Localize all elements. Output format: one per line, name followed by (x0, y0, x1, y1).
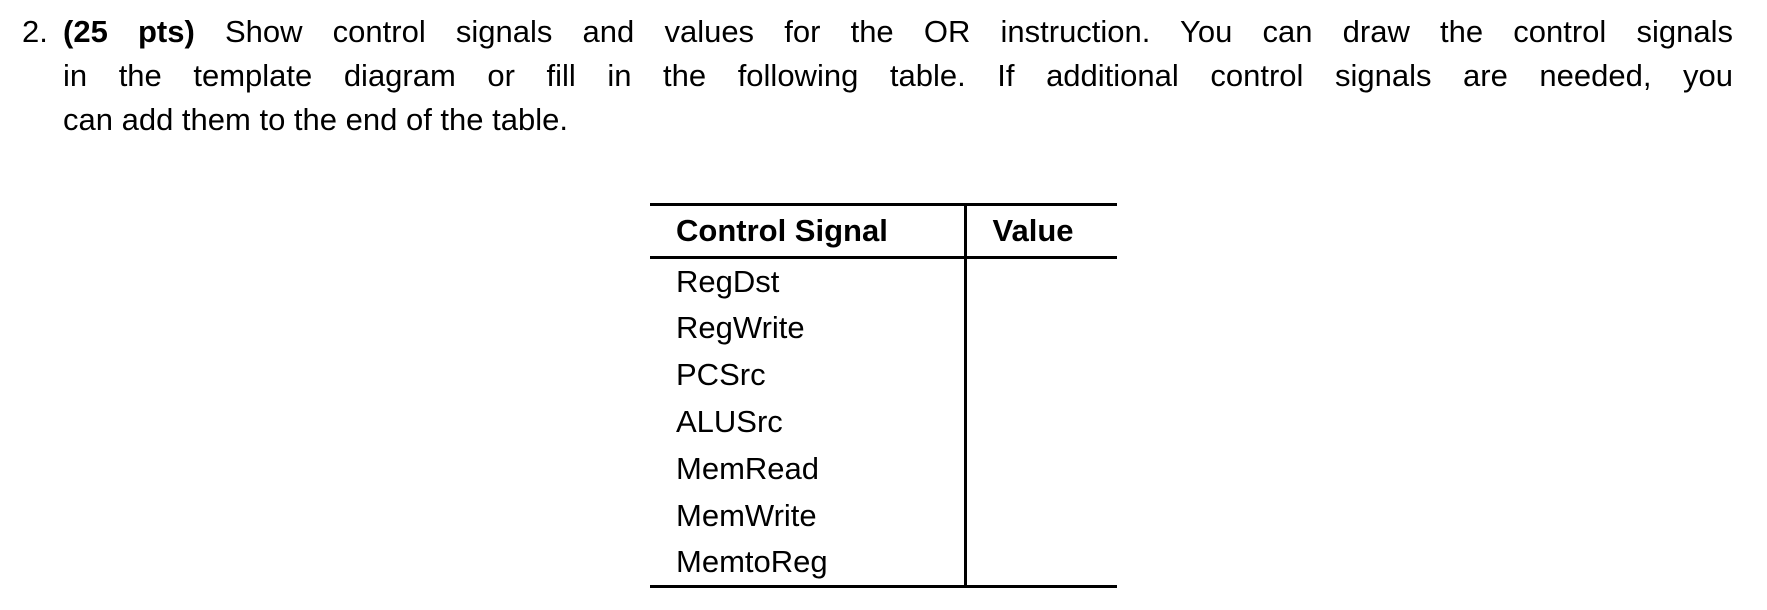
points-label: (25 pts) (63, 14, 195, 49)
signal-name: MemtoReg (650, 539, 967, 587)
signal-value-cell (965, 446, 1117, 493)
signal-value-cell (965, 352, 1117, 399)
table-row: RegWrite (650, 304, 1117, 352)
column-header-control-signal: Control Signal (650, 204, 967, 259)
question-text-line-1: Show control signals and values for the … (224, 14, 1733, 49)
signal-value-cell (965, 399, 1117, 446)
signal-value-cell (965, 540, 1117, 587)
question-number: 2. (22, 14, 48, 49)
control-signal-table: Control Signal Value RegDst RegWrite PCS… (650, 203, 1117, 588)
signal-name: ALUSrc (650, 398, 967, 446)
header-row: Control Signal Value (650, 204, 1117, 259)
table-row: PCSrc (650, 351, 1117, 399)
column-header-value: Value (965, 204, 1117, 259)
signal-name: PCSrc (650, 351, 967, 399)
question-line-3: can add them to the end of the table. (63, 102, 568, 137)
control-signal-table-body: RegDst RegWrite PCSrc ALUSrc MemRead Mem… (650, 257, 1117, 587)
signal-name: RegWrite (650, 304, 967, 352)
table-row: MemWrite (650, 492, 1117, 540)
signal-name: RegDst (650, 257, 967, 305)
table-row: MemRead (650, 445, 1117, 493)
signal-value-cell (965, 258, 1117, 305)
control-signal-table-header: Control Signal Value (650, 204, 1117, 259)
table-row: ALUSrc (650, 398, 1117, 446)
signal-value-cell (965, 305, 1117, 352)
question-block: 2. (25 pts) Show control signals and val… (0, 0, 1767, 142)
signal-name: MemWrite (650, 492, 967, 540)
question-line-2: in the template diagram or fill in the f… (63, 58, 1733, 93)
signal-name: MemRead (650, 445, 967, 493)
table-row: RegDst (650, 257, 1117, 305)
question-line-1: (25 pts) Show control signals and values… (63, 10, 1733, 54)
table-row: MemtoReg (650, 539, 1117, 587)
signal-value-cell (965, 493, 1117, 540)
